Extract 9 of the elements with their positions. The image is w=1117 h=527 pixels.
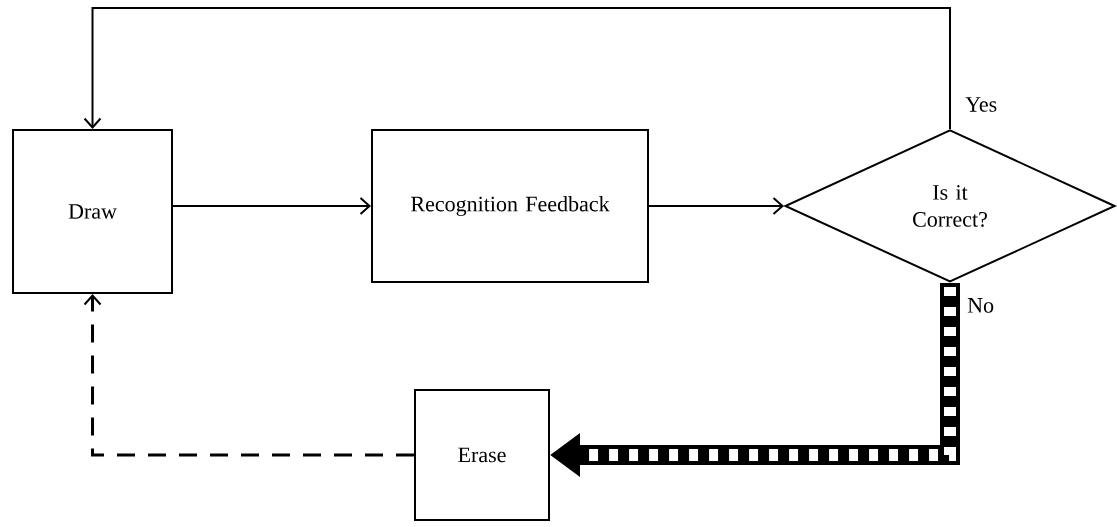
arrow [648, 197, 784, 215]
edge-label: Yes [965, 97, 997, 112]
arrow [172, 197, 371, 215]
process-box: Erase [414, 389, 550, 521]
edge-label: No [967, 298, 994, 313]
arrow [83, 294, 414, 457]
process-box: Recognition Feedback [371, 129, 649, 283]
process-box: Draw [12, 129, 173, 294]
arrow [83, 7, 951, 131]
